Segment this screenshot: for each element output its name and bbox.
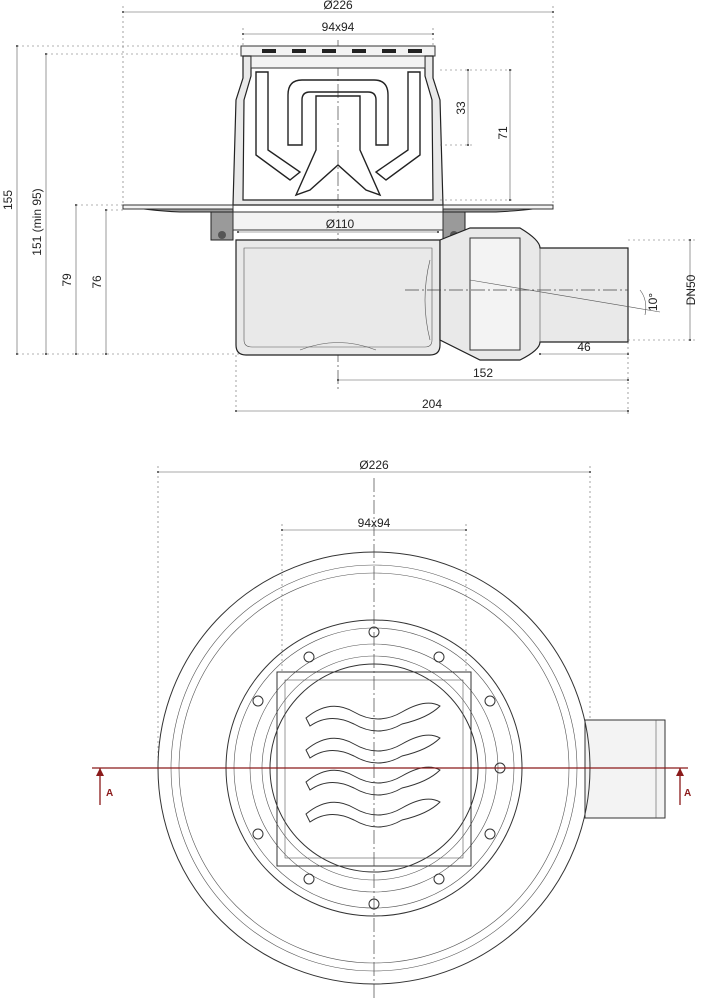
dim-outlet-length: 46 (577, 340, 591, 354)
dim-grate-size-side: 94x94 (322, 20, 355, 34)
section-mark-right: A (684, 788, 691, 799)
dim-flange-diameter-side: Ø226 (323, 0, 353, 12)
dim-outlet-height-a: 79 (60, 273, 74, 287)
section-mark-left: A (106, 788, 113, 799)
top-plan-view: Ø226 94x94 (92, 458, 691, 1000)
bolt-holes (252, 626, 506, 910)
dim-flange-diameter-top: Ø226 (359, 458, 389, 472)
grate-wave-slots (305, 702, 441, 828)
dim-total-length: 204 (422, 397, 442, 411)
dim-seal-height: 33 (454, 101, 468, 115)
dim-center-to-outlet: 152 (473, 366, 493, 380)
dim-total-height: 155 (1, 190, 15, 210)
grate-slots-side (262, 49, 422, 53)
dim-trap-depth: 71 (496, 126, 510, 140)
side-section-view: Ø226 94x94 155 151 (min 95) 79 76 (1, 0, 698, 415)
dim-outlet-angle: 10° (646, 293, 660, 311)
dim-outlet-height-b: 76 (90, 275, 104, 289)
dim-height-adjustable: 151 (min 95) (30, 188, 44, 255)
dim-outlet-size: DN50 (684, 274, 698, 305)
dim-body-diameter: Ø110 (326, 217, 355, 231)
